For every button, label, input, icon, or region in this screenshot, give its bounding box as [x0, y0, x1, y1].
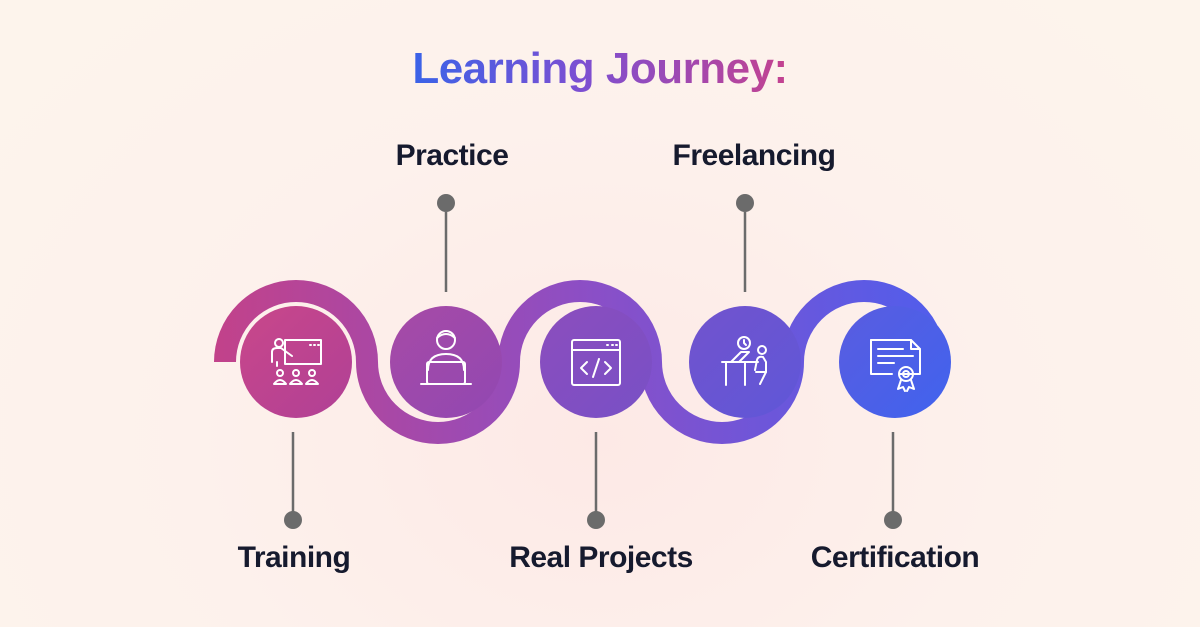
stage-practice — [390, 306, 502, 418]
connector-real-projects — [587, 432, 605, 529]
diagram-title: Learning Journey: — [412, 44, 788, 93]
presentation-icon — [271, 338, 322, 385]
stage-label-training: Training — [237, 541, 351, 574]
connector-practice — [437, 194, 455, 292]
connector-freelancing — [736, 194, 754, 292]
stage-label-freelancing: Freelancing — [672, 139, 836, 172]
stage-training — [240, 306, 352, 418]
stage-freelancing — [689, 306, 801, 418]
stage-label-certification: Certification — [810, 541, 980, 574]
journey-wave — [214, 280, 946, 444]
stage-label-practice: Practice — [395, 139, 509, 172]
stage-real-projects — [540, 306, 652, 418]
remote-work-icon — [721, 336, 767, 386]
stage-certification — [839, 306, 951, 418]
certificate-icon — [870, 339, 921, 392]
connector-training — [284, 432, 302, 529]
connector-certification — [884, 432, 902, 529]
stage-label-real-projects: Real Projects — [509, 541, 693, 574]
laptop-user-icon — [420, 330, 472, 385]
code-window-icon — [571, 339, 621, 386]
